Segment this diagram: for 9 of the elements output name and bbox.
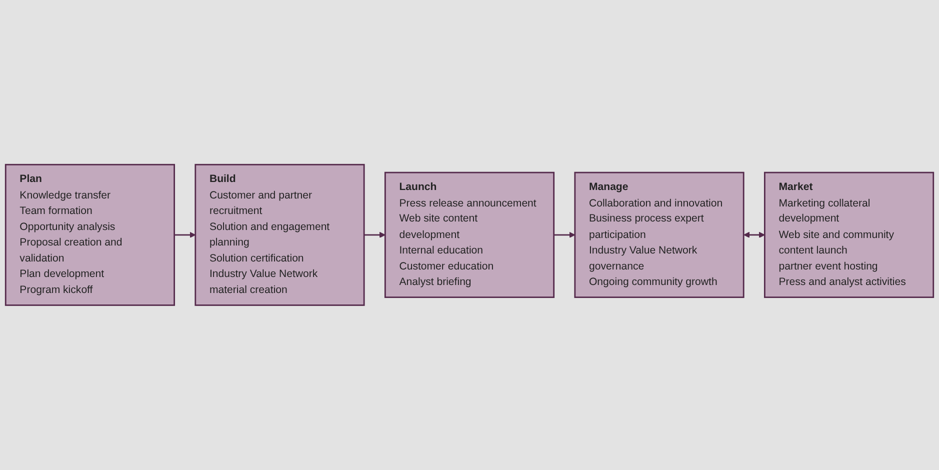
node-box: Plan Knowledge transfer Team formation Opportunity analysis Proposal creation and validation Plan development Program kickoff	[4, 164, 176, 306]
arrow	[174, 232, 196, 238]
node-box: Build Customer and partner recruitment Solution and engagement planning Solution certification Industry Value Network material creation	[194, 164, 365, 306]
node-box: Launch Press release announcement Web site content development Internal education Customer education Analyst briefing	[384, 172, 555, 298]
arrow	[744, 232, 765, 238]
arrow	[554, 232, 576, 238]
node-box: Manage Collaboration and innovation Business process expert participation Industry Value Network governance Ongoing community growth	[574, 172, 744, 298]
node-box: Market Marketing collateral development Web site and community content launch partner event hosting Press and analyst activities	[764, 172, 934, 298]
arrow	[364, 232, 386, 238]
